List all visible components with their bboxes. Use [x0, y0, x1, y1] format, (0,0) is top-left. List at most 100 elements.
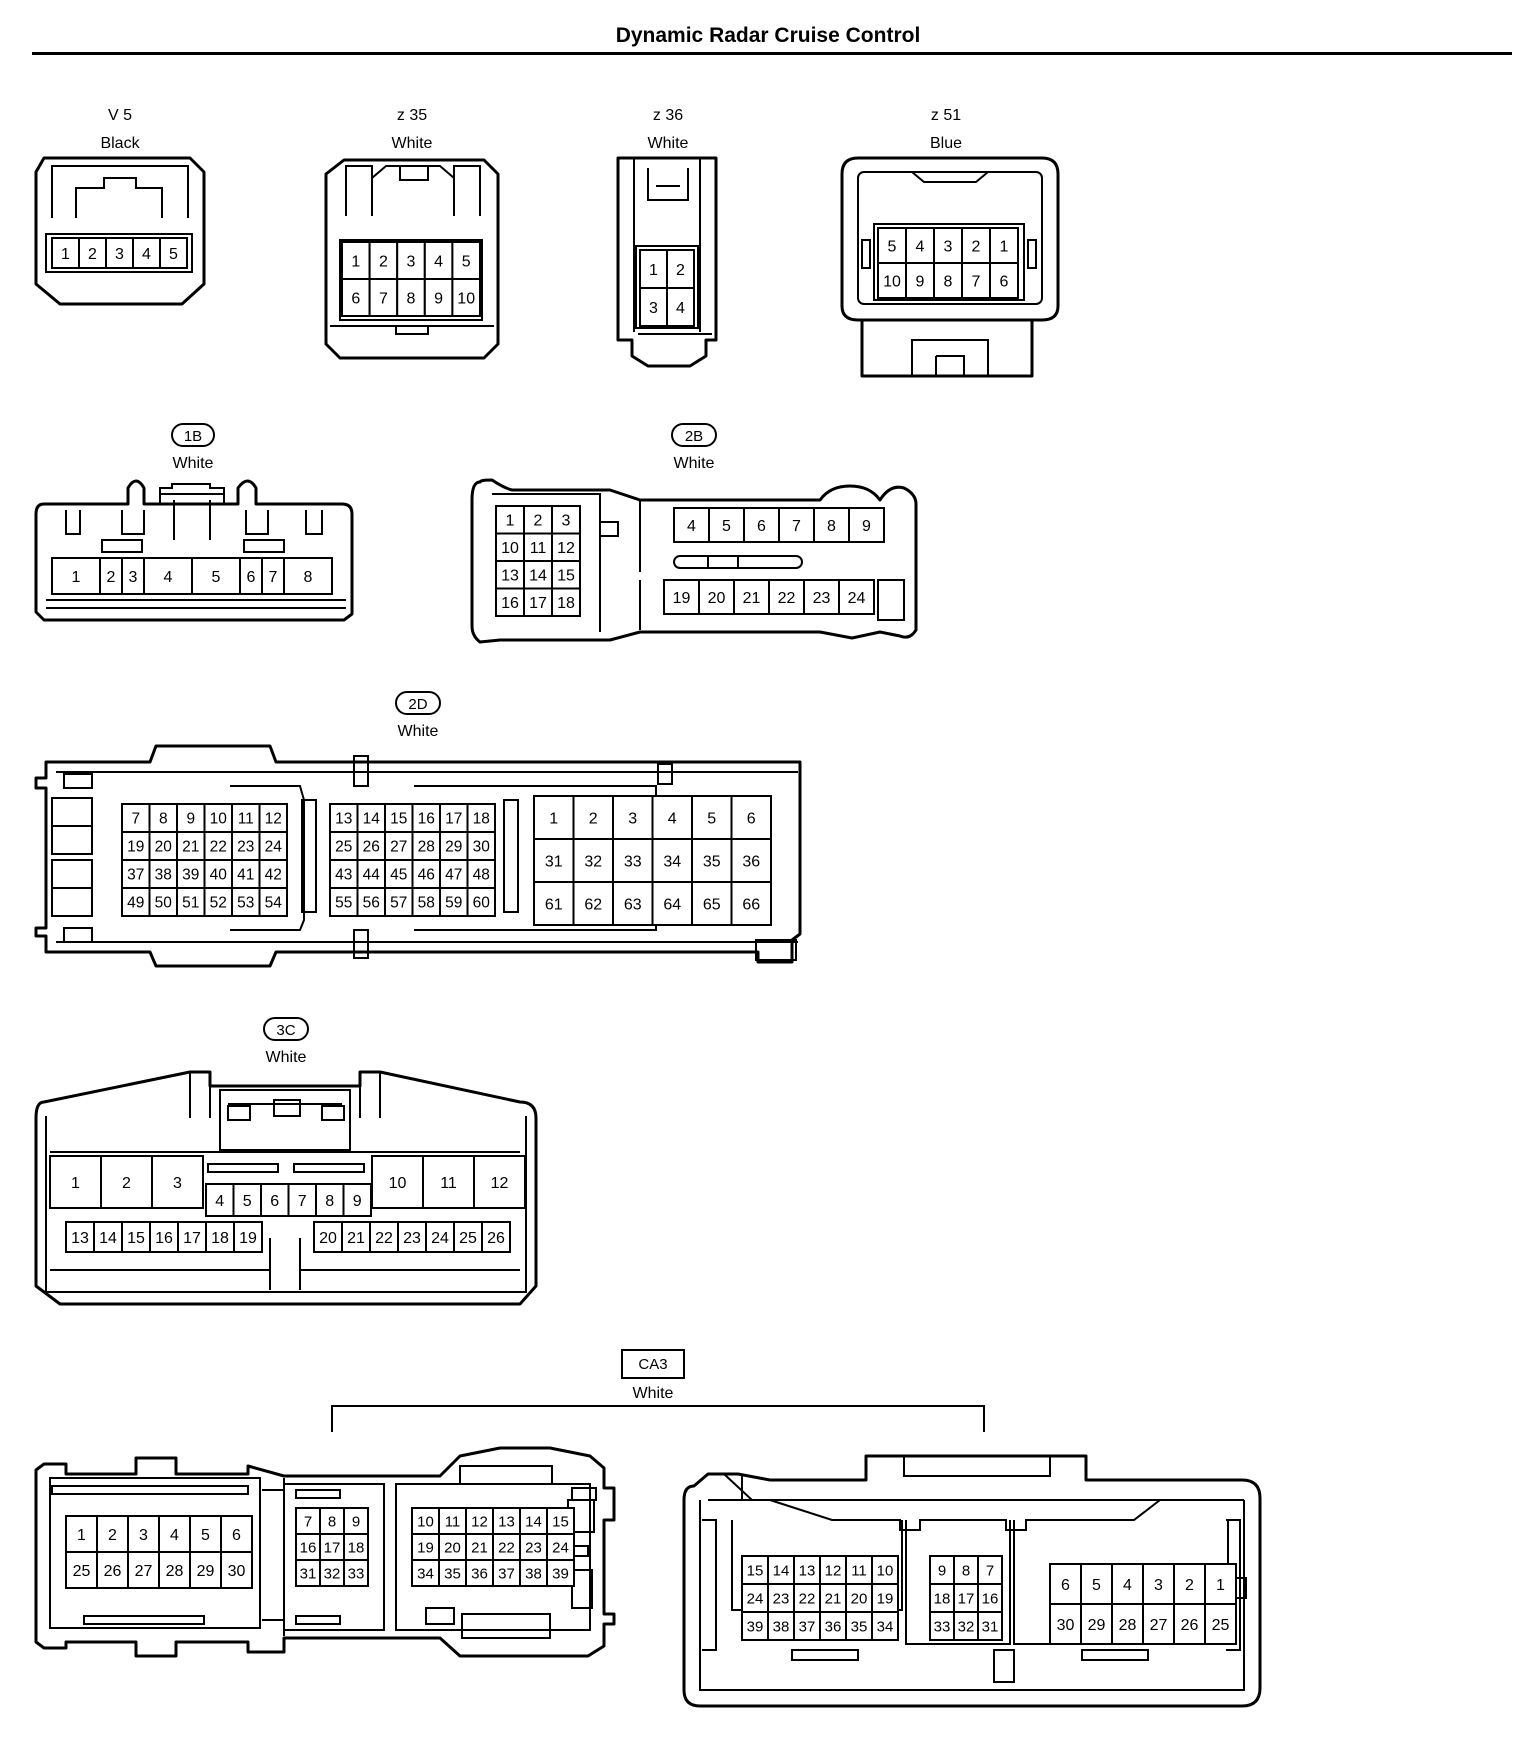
pin-label: 6 — [747, 810, 756, 827]
pin-label: 5 — [1092, 1577, 1101, 1594]
pin-label: 66 — [742, 896, 760, 913]
pin-cell — [741, 1583, 769, 1613]
pin-label: 46 — [418, 867, 435, 884]
pin-label: 27 — [1150, 1617, 1168, 1634]
pin-label: 24 — [848, 590, 866, 607]
pin-label: 30 — [228, 1563, 246, 1580]
pin-label: 3 — [1154, 1577, 1163, 1594]
pin-label: 4 — [668, 810, 677, 827]
pin-label: 4 — [164, 569, 173, 586]
pin-frame — [339, 239, 483, 321]
pin-label: 17 — [445, 811, 462, 828]
pin-label: 5 — [169, 246, 178, 263]
pin-label: 9 — [938, 1562, 946, 1579]
pin-cell — [733, 579, 770, 615]
pin-label: 7 — [304, 1513, 312, 1530]
pin-label: 12 — [491, 1175, 509, 1192]
pin-label: 10 — [457, 290, 475, 307]
pin-cell — [1080, 1603, 1113, 1645]
pin-cell — [465, 1507, 494, 1535]
pin-cell — [1173, 1603, 1206, 1645]
pin-label: 26 — [104, 1563, 122, 1580]
pin-label: 35 — [703, 853, 721, 870]
pin-cell — [546, 1559, 575, 1587]
pin-cell — [451, 278, 481, 317]
pin-label: 4 — [687, 518, 696, 535]
pin-label: 14 — [363, 811, 381, 828]
pin-label: 50 — [155, 895, 173, 912]
pin-label: 56 — [363, 895, 380, 912]
pin-frame — [45, 233, 193, 273]
pin-label: 9 — [186, 811, 195, 828]
pin-label: 5 — [212, 569, 221, 586]
pin-label: 18 — [211, 1230, 229, 1247]
pin-cell — [425, 1221, 455, 1253]
pin-label: 19 — [239, 1230, 257, 1247]
pin-cell — [343, 1533, 369, 1561]
connector-code: 3C — [276, 1022, 295, 1039]
pin-label: 16 — [982, 1590, 999, 1607]
pin-label: 16 — [418, 811, 435, 828]
pin-cell — [143, 557, 193, 595]
pin-label: 23 — [773, 1590, 790, 1607]
pin-label: 1 — [1216, 1577, 1225, 1594]
pin-cell — [258, 859, 288, 889]
pin-cell — [176, 887, 206, 917]
pin-label: 40 — [210, 867, 228, 884]
ca3-left-housing — [34, 1446, 616, 1658]
connector-code-oval — [263, 1017, 309, 1041]
pin-label: 14 — [529, 568, 547, 585]
pin-label: 39 — [182, 867, 199, 884]
pin-cell — [533, 881, 575, 926]
pin-label: 10 — [501, 540, 519, 557]
pin-cell — [572, 795, 614, 840]
pin-label: 33 — [624, 853, 642, 870]
pin-label: 7 — [986, 1562, 994, 1579]
pin-label: 34 — [663, 853, 681, 870]
pin-label: 6 — [270, 1193, 279, 1210]
connector-code-oval — [671, 423, 717, 447]
pin-label: 23 — [813, 590, 831, 607]
pin-cell — [1111, 1563, 1144, 1605]
pin-label: 25 — [335, 839, 352, 856]
page-title: Dynamic Radar Cruise Control — [615, 24, 921, 47]
pin-label: 32 — [958, 1618, 975, 1635]
pin-label: 1 — [72, 569, 81, 586]
pin-label: 10 — [877, 1562, 894, 1579]
pin-label: 8 — [827, 518, 836, 535]
pin-cell — [422, 1155, 475, 1209]
pin-cell — [127, 1515, 160, 1553]
pin-label: 21 — [743, 590, 761, 607]
pin-label: 26 — [487, 1230, 505, 1247]
pin-cell — [232, 1183, 262, 1217]
pin-label: 22 — [778, 590, 796, 607]
pin-label: 27 — [390, 839, 407, 856]
pin-cell — [466, 803, 496, 833]
pin-label: 31 — [545, 853, 563, 870]
pin-label: 20 — [155, 839, 173, 856]
pin-cell — [49, 1155, 102, 1209]
pin-cell — [295, 1533, 321, 1561]
pin-cell — [673, 507, 710, 543]
pin-label: 9 — [353, 1193, 362, 1210]
pin-label: 9 — [352, 1513, 360, 1530]
pin-cell — [411, 887, 441, 917]
pin-label: 2 — [589, 810, 598, 827]
pin-label: 4 — [434, 253, 443, 270]
pin-cell — [319, 1533, 345, 1561]
pin-label: 1 — [649, 262, 658, 279]
pin-cell — [730, 881, 772, 926]
pin-cell — [551, 560, 581, 590]
pin-cell — [341, 278, 371, 317]
pin-label: 44 — [363, 867, 381, 884]
pin-cell — [121, 859, 151, 889]
pin-label: 3 — [649, 300, 658, 317]
pin-label: 37 — [127, 867, 144, 884]
